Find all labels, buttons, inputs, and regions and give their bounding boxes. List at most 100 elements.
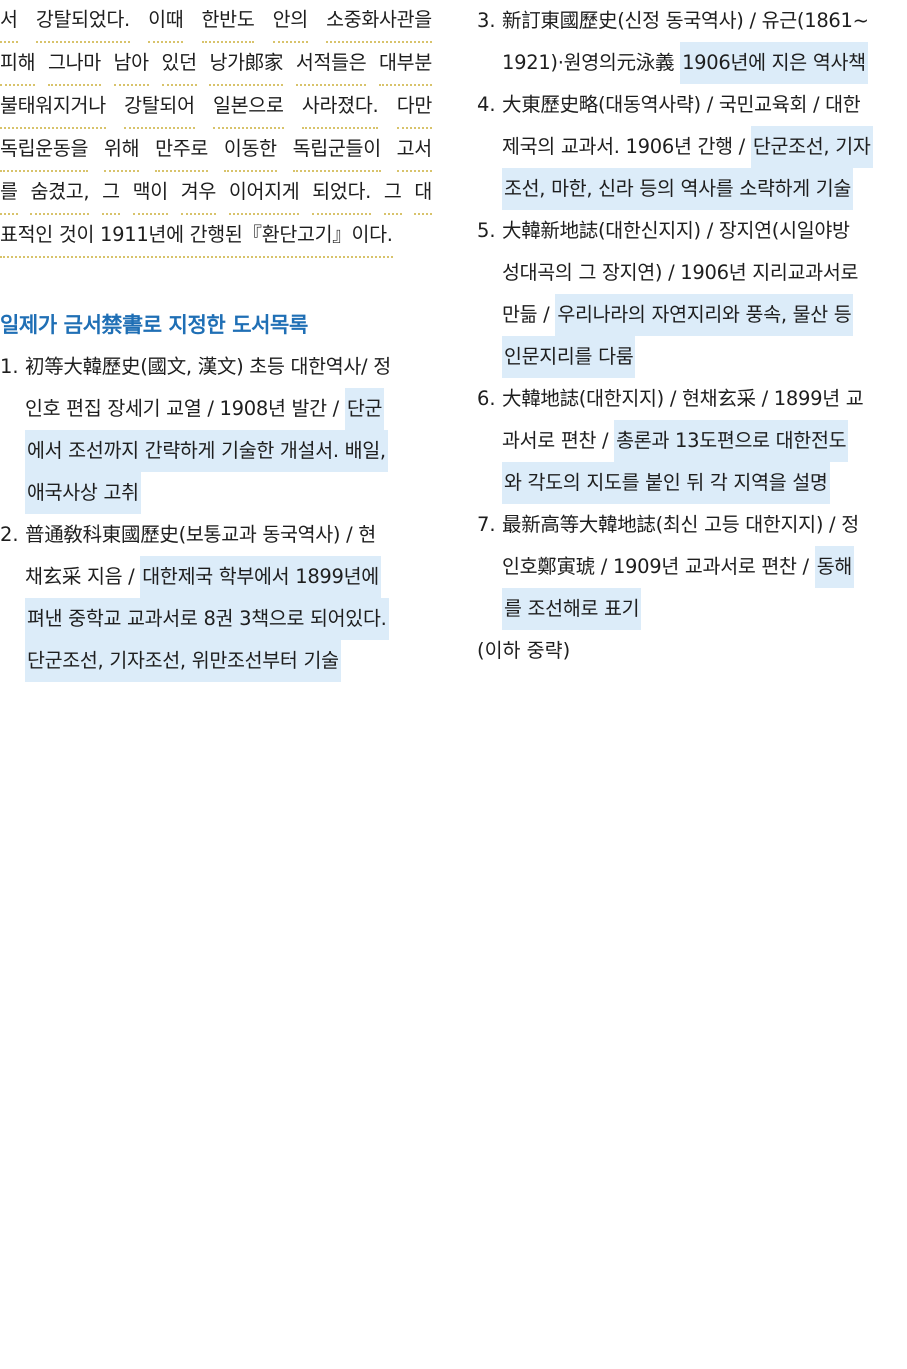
intro-word: 서 bbox=[0, 0, 18, 43]
intro-word: 숨겼고, bbox=[30, 172, 90, 215]
intro-word: 겨우 bbox=[180, 172, 216, 215]
intro-word: 표적인 것이 1911년에 간행된『환단고기』이다. bbox=[0, 215, 393, 258]
item-text: 普通敎科東國歷史(보통교과 동국역사) / 현 bbox=[25, 523, 376, 546]
item-line: 애국사상 고취 bbox=[25, 472, 432, 514]
item-line: 大東歷史略(대동역사략) / 국민교육회 / 대한 bbox=[502, 84, 907, 126]
item-line: 조선, 마한, 신라 등의 역사를 소략하게 기술 bbox=[502, 168, 907, 210]
intro-word: 그 bbox=[383, 172, 402, 215]
intro-word: 강탈되어 bbox=[124, 86, 195, 129]
item-line: 最新高等大韓地誌(최신 고등 대한지지) / 정 bbox=[502, 504, 907, 546]
intro-word: 강탈되었다. bbox=[35, 0, 130, 43]
highlighted-text: 1906년에 지은 역사책 bbox=[680, 42, 868, 84]
highlighted-text: 단군조선, 기자 bbox=[750, 126, 873, 168]
intro-line: 서 강탈되었다. 이때 한반도 안의 소중화사관을 bbox=[0, 0, 432, 43]
highlighted-text: 펴낸 중학교 교과서로 8권 3책으로 되어있다. bbox=[25, 598, 389, 640]
intro-word: 그 bbox=[102, 172, 120, 215]
item-line: 인문지리를 다룸 bbox=[502, 336, 907, 378]
item-number: 6. bbox=[477, 387, 496, 410]
item-number: 3. bbox=[477, 9, 496, 32]
intro-word: 고서 bbox=[396, 129, 432, 172]
highlighted-text: 인문지리를 다룸 bbox=[502, 336, 636, 378]
item-line: 普通敎科東國歷史(보통교과 동국역사) / 현 bbox=[25, 514, 432, 556]
item-line: 大韓地誌(대한지지) / 현채玄采 / 1899년 교 bbox=[502, 378, 907, 420]
intro-word: 이어지게 bbox=[228, 172, 300, 215]
item-text: 제국의 교과서. 1906년 간행 / bbox=[502, 135, 751, 158]
omission-note: (이하 중략) bbox=[477, 639, 571, 662]
item-text: 新訂東國歷史(신정 동국역사) / 유근(1861~ bbox=[502, 9, 869, 32]
item-line: 에서 조선까지 간략하게 기술한 개설서. 배일, bbox=[25, 430, 432, 472]
book-list-item: 3. 新訂東國歷史(신정 동국역사) / 유근(1861~ 1921)·원영의元泳義… bbox=[477, 0, 907, 84]
item-line: 과서로 편찬 / 총론과 13도편으로 대한전도 bbox=[502, 420, 907, 462]
highlighted-text: 단군 bbox=[344, 388, 385, 430]
item-text: 大東歷史略(대동역사략) / 국민교육회 / 대한 bbox=[502, 93, 861, 116]
item-line: 1921)·원영의元泳義 1906년에 지은 역사책 bbox=[502, 42, 907, 84]
item-line: 인호 편집 장세기 교열 / 1908년 발간 / 단군 bbox=[25, 388, 432, 430]
item-line: 성대곡의 그 장지연) / 1906년 지리교과서로 bbox=[502, 252, 907, 294]
item-text: 만듦 / bbox=[502, 303, 556, 326]
highlighted-text: 대한제국 학부에서 1899년에 bbox=[140, 556, 381, 598]
item-line: 를 조선해로 표기 bbox=[502, 588, 907, 630]
item-line: 펴낸 중학교 교과서로 8권 3책으로 되어있다. bbox=[25, 598, 432, 640]
item-text: 과서로 편찬 / bbox=[502, 429, 615, 452]
intro-word: 사라졌다. bbox=[301, 86, 379, 129]
item-text: 1921)·원영의元泳義 bbox=[502, 51, 681, 74]
item-line: 채玄采 지음 / 대한제국 학부에서 1899년에 bbox=[25, 556, 432, 598]
intro-word: 만주로 bbox=[155, 129, 208, 172]
item-line: 단군조선, 기자조선, 위만조선부터 기술 bbox=[25, 640, 432, 682]
section-heading: 일제가 금서禁書로 지정한 도서목록 bbox=[0, 313, 308, 337]
highlighted-text: 동해 bbox=[814, 546, 854, 588]
highlighted-text: 조선, 마한, 신라 등의 역사를 소략하게 기술 bbox=[502, 168, 854, 210]
item-line: 제국의 교과서. 1906년 간행 / 단군조선, 기자 bbox=[502, 126, 907, 168]
intro-word: 이동한 bbox=[223, 129, 277, 172]
item-number: 1. bbox=[0, 355, 19, 378]
item-text: 最新高等大韓地誌(최신 고등 대한지지) / 정 bbox=[502, 513, 859, 536]
intro-word: 독립군들이 bbox=[292, 129, 381, 172]
intro-word: 한반도 bbox=[201, 0, 255, 43]
intro-word: 되었다. bbox=[312, 172, 371, 215]
intro-word: 이때 bbox=[148, 0, 184, 43]
item-line: 만듦 / 우리나라의 자연지리와 풍속, 물산 등 bbox=[502, 294, 907, 336]
item-line: 와 각도의 지도를 붙인 뒤 각 지역을 설명 bbox=[502, 462, 907, 504]
item-text: 大韓新地誌(대한신지지) / 장지연(시일야방 bbox=[502, 219, 850, 242]
item-number: 5. bbox=[477, 219, 496, 242]
highlighted-text: 단군조선, 기자조선, 위만조선부터 기술 bbox=[25, 640, 341, 682]
item-line: 大韓新地誌(대한신지지) / 장지연(시일야방 bbox=[502, 210, 907, 252]
item-line: 初等大韓歷史(國文, 漢文) 초등 대한역사/ 정 bbox=[25, 346, 432, 388]
intro-word: 소중화사관을 bbox=[326, 0, 432, 43]
book-list-right: 3. 新訂東國歷史(신정 동국역사) / 유근(1861~ 1921)·원영의元泳義… bbox=[477, 0, 907, 630]
item-number: 4. bbox=[477, 93, 496, 116]
intro-word: 피해 bbox=[0, 43, 36, 86]
intro-word: 다만 bbox=[396, 86, 432, 129]
item-number: 2. bbox=[0, 523, 19, 546]
item-text: 채玄采 지음 / bbox=[25, 565, 141, 588]
intro-word: 불태워지거나 bbox=[0, 86, 106, 129]
item-line: 新訂東國歷史(신정 동국역사) / 유근(1861~ bbox=[502, 0, 907, 42]
item-number: 7. bbox=[477, 513, 496, 536]
intro-line: 표적인 것이 1911년에 간행된『환단고기』이다. bbox=[0, 215, 432, 258]
item-text: 인호鄭寅琥 / 1909년 교과서로 편찬 / bbox=[502, 555, 815, 578]
highlighted-text: 에서 조선까지 간략하게 기술한 개설서. 배일, bbox=[25, 430, 388, 472]
right-column: 3. 新訂東國歷史(신정 동국역사) / 유근(1861~ 1921)·원영의元泳義… bbox=[477, 0, 907, 672]
intro-word: 독립운동을 bbox=[0, 129, 89, 172]
item-text: 大韓地誌(대한지지) / 현채玄采 / 1899년 교 bbox=[502, 387, 864, 410]
intro-word: 맥이 bbox=[132, 172, 168, 215]
intro-word: 대부분 bbox=[379, 43, 432, 86]
highlighted-text: 와 각도의 지도를 붙인 뒤 각 지역을 설명 bbox=[502, 462, 830, 504]
highlighted-text: 애국사상 고취 bbox=[25, 472, 141, 514]
item-text: 初等大韓歷史(國文, 漢文) 초등 대한역사/ 정 bbox=[25, 355, 391, 378]
intro-word: 안의 bbox=[272, 0, 308, 43]
intro-word: 를 bbox=[0, 172, 18, 215]
item-line: 인호鄭寅琥 / 1909년 교과서로 편찬 / 동해 bbox=[502, 546, 907, 588]
